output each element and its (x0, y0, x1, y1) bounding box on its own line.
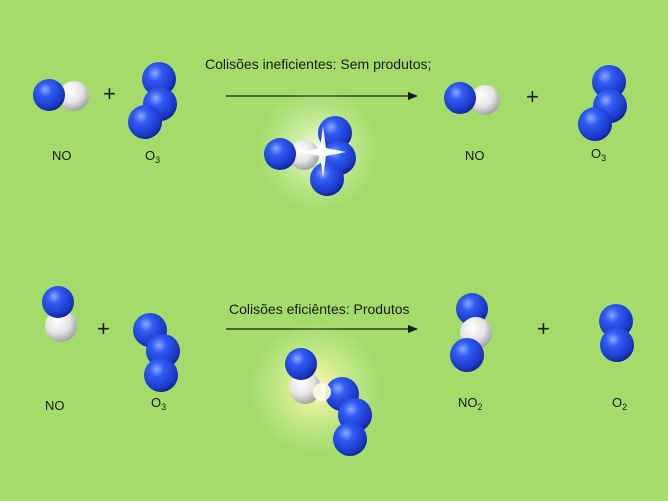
row2-collision-effective (249, 322, 381, 456)
row1-reactant-o3-label: O3 (145, 148, 160, 165)
oxygen-atom (310, 162, 344, 196)
row1-caption: Colisões ineficientes: Sem produtos; (205, 56, 431, 72)
oxygen-atom (142, 62, 176, 96)
row1-product-o3-molecule (578, 65, 627, 141)
oxygen-atom (600, 328, 634, 362)
spark-core (313, 383, 331, 401)
row2-product-no2-molecule (450, 293, 492, 372)
row1-collision-ineffective (256, 88, 380, 212)
nitrogen-atom (289, 372, 321, 404)
nitrogen-atom (59, 81, 89, 111)
row2-reactant-no-molecule (42, 286, 77, 342)
oxygen-atom (456, 293, 488, 325)
row2-reactant-o3-label: O3 (151, 395, 166, 412)
row2-product-no2-label: NO2 (458, 395, 483, 412)
oxygen-atom (42, 286, 74, 318)
row1-reactant-no-molecule (33, 79, 89, 111)
row2-product-o2-label: O2 (612, 395, 627, 412)
row1-reactant-o3-molecule (128, 62, 177, 139)
oxygen-atom (444, 82, 476, 114)
row2-reactant-no-label: NO (45, 398, 65, 413)
nitrogen-atom (470, 85, 500, 115)
row2-reactant-o3-molecule (133, 313, 180, 392)
spark-core (318, 147, 328, 157)
row2-plus-left: + (97, 316, 110, 341)
oxygen-atom (285, 348, 317, 380)
oxygen-atom (333, 422, 367, 456)
row1-product-o3-label: O3 (591, 146, 606, 163)
row2-product-o2-molecule (599, 304, 634, 362)
oxygen-atom (578, 107, 612, 141)
oxygen-atom (264, 138, 296, 170)
row1-plus-right: + (526, 84, 539, 109)
oxygen-atom (33, 79, 65, 111)
nitrogen-atom (289, 140, 319, 170)
row1-product-no-molecule (444, 82, 500, 115)
row1-product-no-label: NO (465, 148, 485, 163)
nitrogen-atom (45, 310, 77, 342)
oxygen-atom (128, 105, 162, 139)
row2-caption: Colisões eficiêntes: Produtos (229, 301, 410, 317)
oxygen-atom (599, 304, 633, 338)
oxygen-atom (450, 338, 484, 372)
row1-plus-left: + (103, 81, 116, 106)
oxygen-atom (144, 358, 178, 392)
row1-reactant-no-label: NO (52, 148, 72, 163)
oxygen-atom (318, 116, 352, 150)
oxygen-atom (592, 65, 626, 99)
row2-plus-right: + (537, 316, 550, 341)
